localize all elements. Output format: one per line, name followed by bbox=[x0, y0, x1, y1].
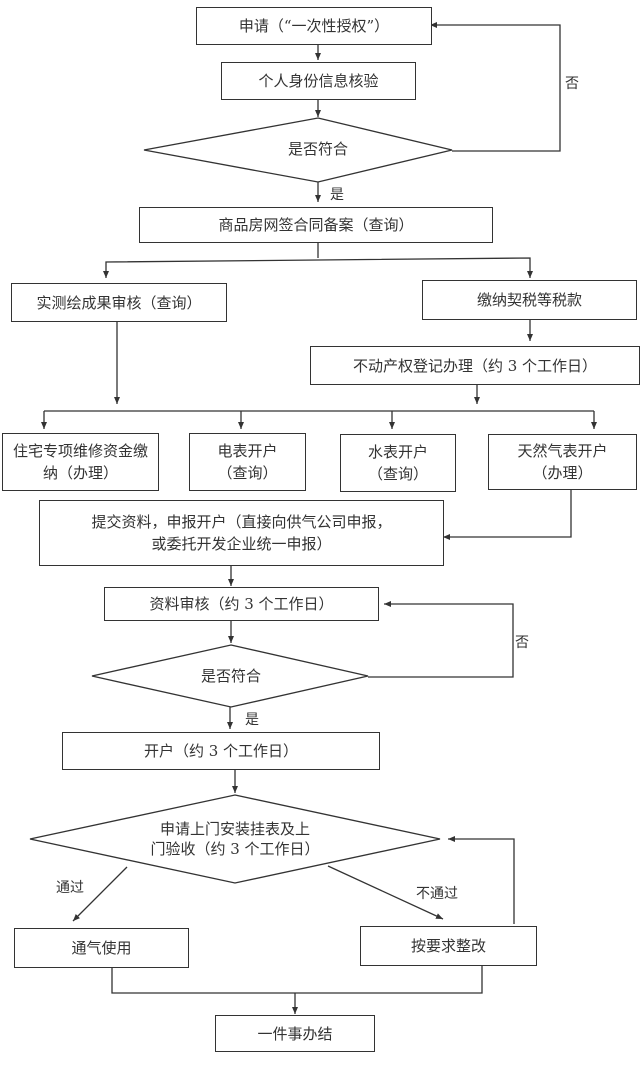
arrow-fail bbox=[327, 865, 444, 920]
node-maint-fund: 住宅专项维修资金缴纳（办理） bbox=[2, 433, 159, 491]
node-open: 开户（约 3 个工作日） bbox=[62, 732, 380, 770]
node-contract: 商品房网签合同备案（查询） bbox=[139, 207, 493, 243]
label-pass: 通过 bbox=[56, 880, 84, 896]
submit-line2: 或委托开发企业统一申报） bbox=[151, 535, 332, 553]
arrow-to-survey bbox=[103, 259, 319, 278]
label-yes-1: 是 bbox=[330, 187, 344, 203]
node-rectify: 按要求整改 bbox=[360, 926, 537, 966]
node-submit: 提交资料，申报开户（直接向供气公司申报， 或委托开发企业统一申报） bbox=[39, 500, 444, 566]
label-no-2: 否 bbox=[515, 635, 529, 651]
arrow-to-tax bbox=[317, 257, 533, 278]
decision2-text: 是否符合 bbox=[200, 667, 261, 685]
decision3-diamond bbox=[29, 794, 441, 884]
arrow-rectify-loop bbox=[448, 836, 515, 924]
node-survey: 实测绘成果审核（查询） bbox=[11, 283, 227, 322]
label-yes-2: 是 bbox=[245, 712, 259, 728]
node-done: 一件事办结 bbox=[215, 1015, 375, 1052]
submit-line1: 提交资料，申报开户（直接向供气公司申报， bbox=[91, 513, 392, 531]
node-gas: 天然气表开户（办理） bbox=[488, 434, 637, 490]
node-electric: 电表开户（查询） bbox=[189, 433, 306, 491]
node-id-check: 个人身份信息核验 bbox=[221, 62, 416, 100]
node-review: 资料审核（约 3 个工作日） bbox=[104, 587, 379, 621]
node-water: 水表开户（查询） bbox=[340, 434, 456, 492]
arrow-decision1-no bbox=[430, 22, 561, 152]
decision2-diamond bbox=[91, 644, 369, 708]
node-use-gas: 通气使用 bbox=[14, 928, 189, 968]
arrow-gas-to-submit bbox=[443, 490, 572, 540]
arrow-decision2-no bbox=[368, 601, 514, 678]
node-tax: 缴纳契税等税款 bbox=[422, 280, 637, 320]
node-apply: 申请（“一次性授权”） bbox=[196, 7, 432, 45]
arrow-pass bbox=[72, 866, 128, 922]
decision1-text: 是否符合 bbox=[287, 140, 348, 158]
label-no-1: 否 bbox=[565, 76, 579, 92]
install-line1: 申请上门安装挂表及上 bbox=[159, 820, 310, 838]
decision3-text: 申请上门安装挂表及上 门验收（约 3 个工作日） bbox=[120, 819, 350, 859]
node-property-reg: 不动产权登记办理（约 3 个工作日） bbox=[310, 346, 640, 385]
label-fail: 不通过 bbox=[416, 886, 458, 902]
install-line2: 门验收（约 3 个工作日） bbox=[150, 840, 320, 858]
